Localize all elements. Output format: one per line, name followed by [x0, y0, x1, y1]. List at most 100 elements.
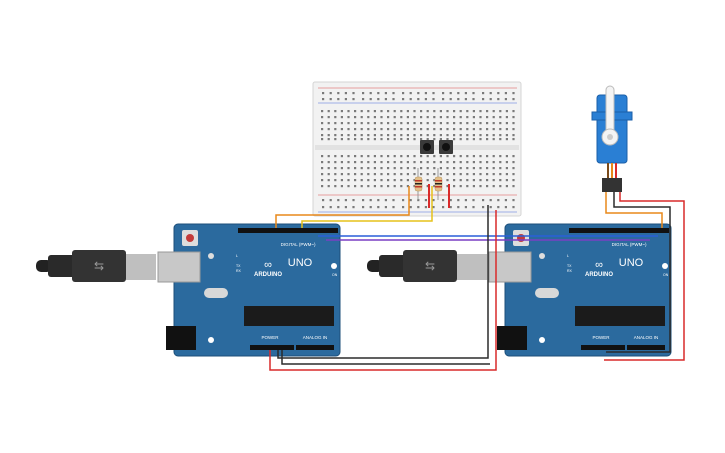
- breadboard-hole[interactable]: [512, 155, 515, 158]
- breadboard-hole[interactable]: [360, 185, 363, 188]
- breadboard-hole[interactable]: [387, 128, 390, 131]
- wires[interactable]: [269, 163, 685, 371]
- breadboard-hole[interactable]: [499, 173, 502, 176]
- breadboard-hole[interactable]: [329, 206, 332, 209]
- breadboard-hole[interactable]: [482, 92, 485, 95]
- breadboard-hole[interactable]: [466, 138, 469, 141]
- breadboard-hole[interactable]: [354, 122, 357, 125]
- breadboard-hole[interactable]: [413, 128, 416, 131]
- breadboard-hole[interactable]: [426, 110, 429, 113]
- breadboard-hole[interactable]: [420, 128, 423, 131]
- breadboard-hole[interactable]: [479, 122, 482, 125]
- breadboard-hole[interactable]: [387, 167, 390, 170]
- breadboard-hole[interactable]: [482, 206, 485, 209]
- breadboard-hole[interactable]: [347, 128, 350, 131]
- breadboard-hole[interactable]: [426, 173, 429, 176]
- breadboard-hole[interactable]: [322, 92, 325, 95]
- breadboard-hole[interactable]: [322, 98, 325, 101]
- breadboard-hole[interactable]: [505, 128, 508, 131]
- breadboard-hole[interactable]: [417, 98, 420, 101]
- breadboard-hole[interactable]: [387, 161, 390, 164]
- breadboard-hole[interactable]: [472, 92, 475, 95]
- breadboard-hole[interactable]: [377, 199, 380, 202]
- breadboard-hole[interactable]: [439, 116, 442, 119]
- breadboard-hole[interactable]: [340, 122, 343, 125]
- breadboard-hole[interactable]: [380, 167, 383, 170]
- breadboard-hole[interactable]: [479, 179, 482, 182]
- breadboard-hole[interactable]: [344, 206, 347, 209]
- breadboard-hole[interactable]: [384, 92, 387, 95]
- breadboard-hole[interactable]: [400, 116, 403, 119]
- breadboard-hole[interactable]: [497, 206, 500, 209]
- breadboard-hole[interactable]: [464, 199, 467, 202]
- breadboard-hole[interactable]: [499, 161, 502, 164]
- breadboard-hole[interactable]: [459, 128, 462, 131]
- breadboard-hole[interactable]: [479, 161, 482, 164]
- breadboard-hole[interactable]: [492, 134, 495, 137]
- breadboard-hole[interactable]: [400, 161, 403, 164]
- breadboard-hole[interactable]: [424, 98, 427, 101]
- breadboard-hole[interactable]: [492, 185, 495, 188]
- breadboard-hole[interactable]: [373, 110, 376, 113]
- breadboard-hole[interactable]: [406, 179, 409, 182]
- breadboard-hole[interactable]: [439, 128, 442, 131]
- breadboard-hole[interactable]: [489, 98, 492, 101]
- breadboard-hole[interactable]: [446, 134, 449, 137]
- breadboard-hole[interactable]: [392, 98, 395, 101]
- breadboard-hole[interactable]: [340, 161, 343, 164]
- breadboard-hole[interactable]: [499, 128, 502, 131]
- breadboard-hole[interactable]: [479, 128, 482, 131]
- breadboard-hole[interactable]: [453, 167, 456, 170]
- breadboard-hole[interactable]: [486, 134, 489, 137]
- breadboard-hole[interactable]: [387, 155, 390, 158]
- breadboard-hole[interactable]: [432, 98, 435, 101]
- breadboard-hole[interactable]: [373, 122, 376, 125]
- breadboard-hole[interactable]: [446, 138, 449, 141]
- breadboard-hole[interactable]: [327, 161, 330, 164]
- breadboard-hole[interactable]: [362, 92, 365, 95]
- breadboard-hole[interactable]: [505, 167, 508, 170]
- breadboard-hole[interactable]: [400, 134, 403, 137]
- breadboard-hole[interactable]: [472, 167, 475, 170]
- breadboard-hole[interactable]: [334, 134, 337, 137]
- breadboard-hole[interactable]: [426, 185, 429, 188]
- usb-cable-right[interactable]: ⇆: [367, 250, 487, 282]
- breadboard-hole[interactable]: [420, 138, 423, 141]
- breadboard-hole[interactable]: [417, 92, 420, 95]
- breadboard-hole[interactable]: [479, 173, 482, 176]
- breadboard-hole[interactable]: [424, 206, 427, 209]
- breadboard-hole[interactable]: [512, 110, 515, 113]
- breadboard-hole[interactable]: [347, 185, 350, 188]
- breadboard-hole[interactable]: [321, 134, 324, 137]
- breadboard-hole[interactable]: [420, 161, 423, 164]
- breadboard-hole[interactable]: [504, 98, 507, 101]
- breadboard-hole[interactable]: [464, 92, 467, 95]
- breadboard-hole[interactable]: [505, 138, 508, 141]
- breadboard-hole[interactable]: [482, 98, 485, 101]
- breadboard-hole[interactable]: [459, 134, 462, 137]
- breadboard-hole[interactable]: [360, 116, 363, 119]
- breadboard-hole[interactable]: [360, 173, 363, 176]
- breadboard-hole[interactable]: [472, 134, 475, 137]
- breadboard-hole[interactable]: [486, 116, 489, 119]
- breadboard-hole[interactable]: [354, 128, 357, 131]
- breadboard-hole[interactable]: [409, 206, 412, 209]
- breadboard-hole[interactable]: [380, 185, 383, 188]
- breadboard-hole[interactable]: [492, 155, 495, 158]
- breadboard-hole[interactable]: [337, 199, 340, 202]
- arduino-uno-left[interactable]: ∞ ARDUINO UNO DIGITAL (PWM~) POWER ANALO…: [157, 223, 341, 357]
- breadboard-hole[interactable]: [347, 167, 350, 170]
- breadboard-hole[interactable]: [321, 185, 324, 188]
- breadboard-hole[interactable]: [400, 185, 403, 188]
- breadboard-hole[interactable]: [432, 199, 435, 202]
- breadboard-hole[interactable]: [492, 179, 495, 182]
- micro-servo[interactable]: [591, 85, 633, 192]
- breadboard-hole[interactable]: [360, 122, 363, 125]
- breadboard-hole[interactable]: [512, 161, 515, 164]
- breadboard-hole[interactable]: [433, 161, 436, 164]
- breadboard-hole[interactable]: [327, 122, 330, 125]
- breadboard-hole[interactable]: [360, 110, 363, 113]
- breadboard-hole[interactable]: [492, 167, 495, 170]
- breadboard-hole[interactable]: [492, 110, 495, 113]
- breadboard-hole[interactable]: [446, 173, 449, 176]
